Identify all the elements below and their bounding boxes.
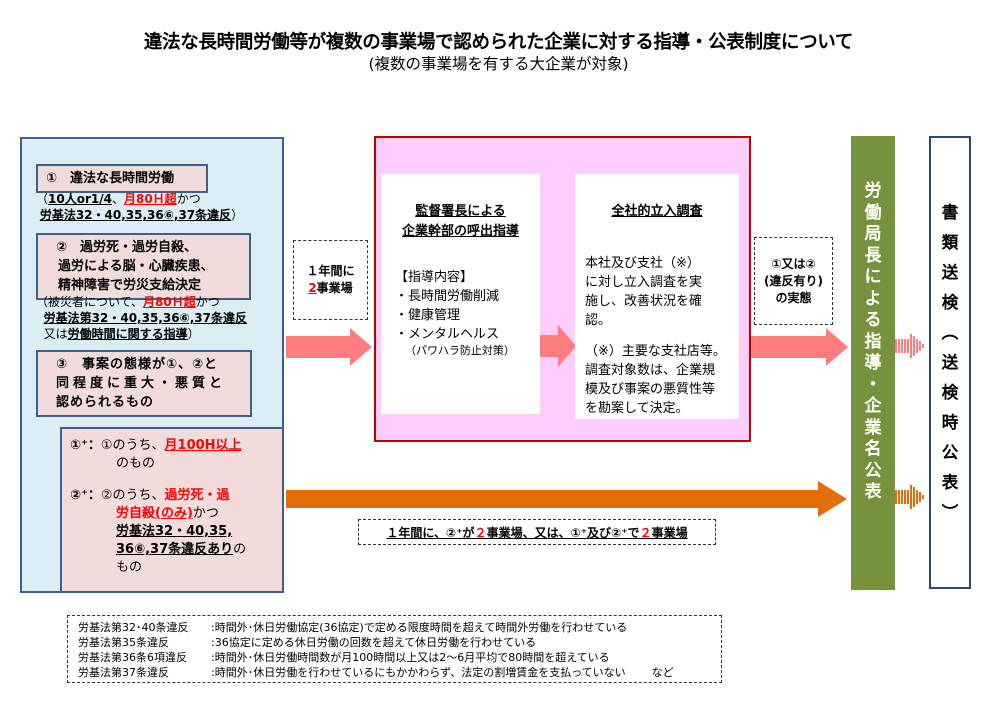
prosecution-char: 検 <box>941 383 959 402</box>
publication-char: 業 <box>864 417 882 438</box>
pink-arrow-to-publication <box>751 328 848 366</box>
page-title: 違法な長時間労働等が複数の事業場で認められた企業に対する指導・公表制度について <box>143 32 854 53</box>
legend-row: 労基法第36条6項違反:時間外･休日労働時間数が月100時間以上又は2～6月平均… <box>78 651 610 664</box>
arrow-shape <box>540 325 576 367</box>
prosecution-char: ︵ <box>941 323 959 342</box>
case-1-note: （10人or1/4、月80Ｈ超かつ 労基法32・40,35,36⑥,37条違反） <box>36 192 244 222</box>
publication-char: 名 <box>864 439 882 459</box>
legend-row: 労基法第35条違反:36協定に定める休日労働の回数を超えて休日労働を行わせている <box>78 636 537 649</box>
publication-char: 表 <box>864 482 882 502</box>
case-2-note: （被災者について、月80Ｈ超かつ 労基法第32・40,35,36⑥,37条違反 … <box>36 295 247 341</box>
pink-arrow-to-summons <box>286 328 372 366</box>
publication-char: 長 <box>864 245 882 266</box>
publication-bar: 労働局長による指導・企業名公表 <box>851 136 895 590</box>
publication-char: に <box>864 267 882 287</box>
prosecution-char: 公 <box>941 443 959 462</box>
prosecution-box: 書類送検︵送検時公表︶ <box>929 136 971 589</box>
guidance-item: ・長時間労働削減 <box>395 289 500 304</box>
case-1-box: ① 違法な長時間労働 <box>36 164 208 193</box>
law-violation-legend: 労基法第32･40条違反:時間外･休日労働協定(36協定)で定める限度時間を超え… <box>67 615 722 683</box>
guidance-item: ・健康管理 <box>395 308 461 323</box>
prosecution-char: 時 <box>941 413 959 432</box>
plus-2-line: ②⁺：②のうち、過労死・過 <box>70 488 230 503</box>
guidance-item: ・メンタルヘルス <box>395 327 500 342</box>
orange-arrow-direct <box>286 481 847 517</box>
arrow-shape <box>751 328 848 366</box>
legend-row: 労基法第37条違反:時間外･休日労働を行わせているにもかかわらず、法定の割増賃金… <box>78 666 674 679</box>
case-3-box: ③ 事案の態様が①、②と 同程度に重大・悪質と 認められるもの <box>36 350 252 417</box>
publication-char: 労 <box>864 181 882 201</box>
prosecution-char: 送 <box>941 263 959 282</box>
trigger-aggravated-two-sites: １年間に、②⁺が２事業場、又は、①⁺及び②⁺で２事業場 <box>358 519 716 545</box>
aggravated-criteria-box: ①⁺：①のうち、月100H以上 のもの ②⁺：②のうち、過労死・過 労自殺(のみ… <box>60 427 284 593</box>
publication-char: る <box>864 310 882 330</box>
page-subtitle: (複数の事業場を有する大企業が対象) <box>368 55 629 73</box>
prosecution-char: ︶ <box>941 503 959 522</box>
summons-box: 監督署長による 企業幹部の呼出指導 【指導内容】 ・長時間労働削減 ・健康管理 … <box>381 174 540 414</box>
inspection-box: 全社的立入調査 本社及び支社（※） に対し立入調査を実 施し、改善状況を確 認。… <box>575 174 739 419</box>
publication-char: ・ <box>864 374 882 395</box>
pink-arrow-to-inspection <box>540 325 576 367</box>
prosecution-char: 検 <box>941 293 959 312</box>
prosecution-char: 送 <box>941 353 959 372</box>
prosecution-char: 書 <box>941 203 959 222</box>
red-threshold: 月80Ｈ超 <box>123 192 177 206</box>
plus-1-line: ①⁺：①のうち、月100H以上 <box>70 438 242 453</box>
case-2-box: ② 過労死・過労自殺、 過労による脳・心臓疾患、 精神障害で労災支給決定 <box>36 233 251 300</box>
publication-char: 指 <box>864 331 882 352</box>
prosecution-char: 類 <box>941 233 959 252</box>
case-1-label: ① 違法な長時間労働 <box>46 171 175 186</box>
publication-char: 働 <box>864 202 882 223</box>
publication-char: よ <box>864 288 882 309</box>
publication-char: 公 <box>864 460 882 481</box>
striped-arrow-orange <box>895 485 924 509</box>
publication-char: 局 <box>864 224 882 244</box>
arrow-shape <box>286 481 847 517</box>
striped-arrow-pink <box>895 334 924 358</box>
trigger-violation-reality: ①又は② (違反有り) の実態 <box>754 237 833 325</box>
publication-char: 導 <box>864 353 882 373</box>
prosecution-char: 表 <box>941 473 959 492</box>
legend-row: 労基法第32･40条違反:時間外･休日労働協定(36協定)で定める限度時間を超え… <box>78 621 628 634</box>
trigger-one-year-two-sites: １年間に 2事業場 <box>293 240 368 320</box>
publication-char: 企 <box>864 396 882 416</box>
arrow-shape <box>286 328 372 366</box>
